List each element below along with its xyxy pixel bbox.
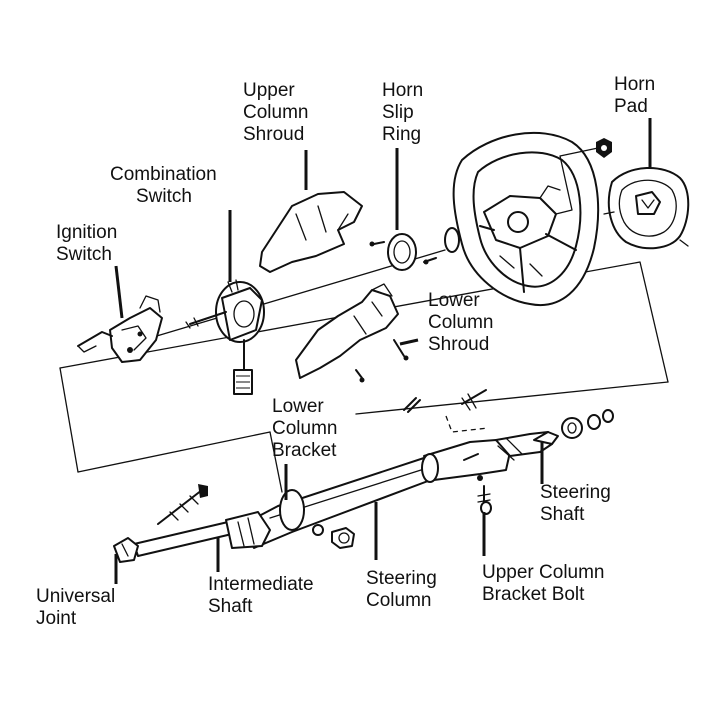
label-combination-switch-line-1: Combination xyxy=(110,164,217,185)
label-lower-column-shroud-line-3: Shroud xyxy=(428,334,490,355)
column-lower-small-parts xyxy=(312,524,355,549)
steering-wheel-part xyxy=(452,131,600,306)
label-ignition-switch-line-2: Switch xyxy=(56,244,112,265)
steering-shaft-parts xyxy=(533,409,614,445)
label-lower-column-bracket-line-3: Bracket xyxy=(272,440,337,461)
label-horn-pad-line-2: Pad xyxy=(614,96,648,117)
label-lower-column-bracket: Lower Column Bracket xyxy=(272,396,337,462)
label-lower-column-shroud-line-2: Column xyxy=(428,312,494,333)
upper-column-shroud-part xyxy=(259,191,363,273)
intermediate-shaft-part xyxy=(113,484,271,563)
label-lower-column-bracket-line-1: Lower xyxy=(272,396,324,417)
label-ignition-switch: Ignition Switch xyxy=(56,222,117,266)
label-steering-shaft-line-2: Shaft xyxy=(540,504,585,525)
horn-slip-ring-part xyxy=(369,227,460,271)
label-steering-shaft-line-1: Steering xyxy=(540,482,611,503)
label-horn-slip-ring-line-2: Slip xyxy=(382,102,414,123)
label-steering-column-line-1: Steering xyxy=(366,568,437,589)
label-universal-joint-line-2: Joint xyxy=(36,608,77,629)
label-lower-column-shroud-line-1: Lower xyxy=(428,290,480,311)
steering-wheel-nut xyxy=(596,138,612,158)
label-steering-column-line-2: Column xyxy=(366,590,432,611)
steering-column-assembly xyxy=(239,431,553,549)
label-intermediate-shaft-line-2: Shaft xyxy=(208,596,253,617)
combination-switch-part xyxy=(185,279,265,395)
label-steering-shaft: Steering Shaft xyxy=(540,482,611,526)
label-upper-column-bracket-bolt-line-2: Bracket Bolt xyxy=(482,584,585,605)
label-steering-column: Steering Column xyxy=(366,568,437,612)
label-horn-slip-ring-line-1: Horn xyxy=(382,80,424,101)
label-upper-column-shroud-line-3: Shroud xyxy=(243,124,305,145)
label-intermediate-shaft-line-1: Intermediate xyxy=(208,574,314,595)
label-intermediate-shaft: Intermediate Shaft xyxy=(208,574,314,618)
label-horn-pad-line-1: Horn xyxy=(614,74,656,95)
label-upper-column-shroud-line-1: Upper xyxy=(243,80,295,101)
label-universal-joint-line-1: Universal xyxy=(36,586,116,607)
ignition-switch-part xyxy=(77,295,163,363)
label-horn-slip-ring: Horn Slip Ring xyxy=(382,80,423,146)
label-combination-switch: Combination Switch xyxy=(110,164,217,208)
label-horn-slip-ring-line-3: Ring xyxy=(382,124,422,145)
exploded-view-plane xyxy=(59,261,669,493)
horn-pad-part xyxy=(603,166,690,250)
label-lower-column-bracket-line-2: Column xyxy=(272,418,338,439)
label-horn-pad: Horn Pad xyxy=(614,74,655,118)
label-universal-joint: Universal Joint xyxy=(36,586,115,630)
leader-lines xyxy=(114,118,652,584)
label-upper-column-shroud-line-2: Column xyxy=(243,102,309,123)
label-lower-column-shroud: Lower Column Shroud xyxy=(428,290,493,356)
column-fasteners xyxy=(403,389,489,433)
label-upper-column-shroud: Upper Column Shroud xyxy=(243,80,308,146)
label-combination-switch-line-2: Switch xyxy=(136,186,192,207)
lower-column-shroud-part xyxy=(295,283,409,383)
label-upper-column-bracket-bolt: Upper Column Bracket Bolt xyxy=(482,562,605,606)
label-ignition-switch-line-1: Ignition xyxy=(56,222,118,243)
label-upper-column-bracket-bolt-line-1: Upper Column xyxy=(482,562,605,583)
